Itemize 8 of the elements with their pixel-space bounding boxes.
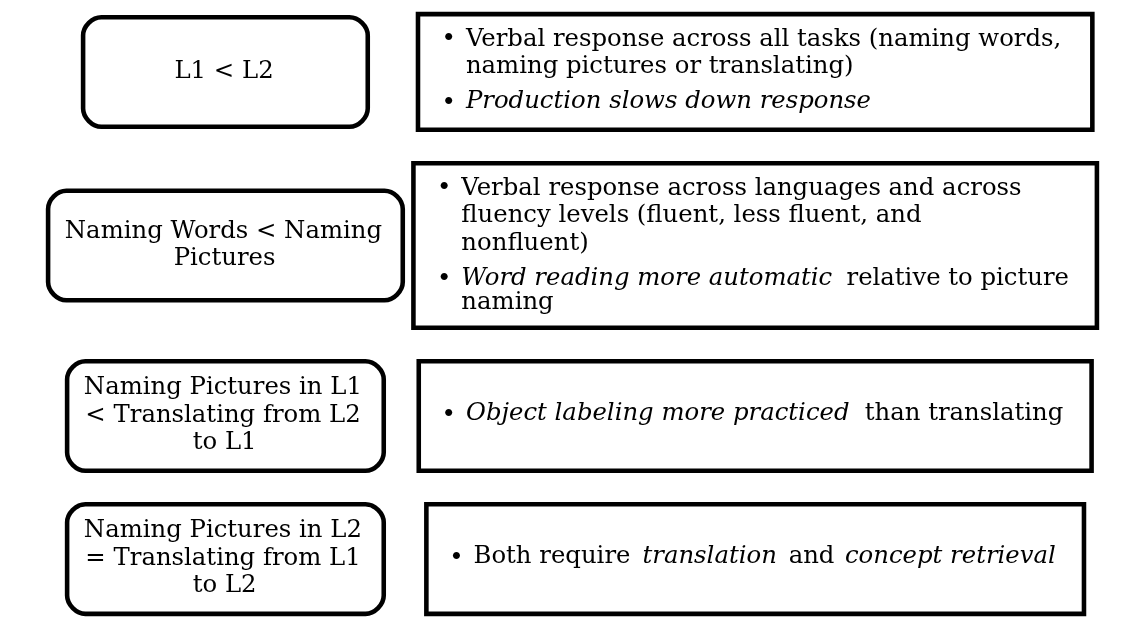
node-box: L1 < L2 xyxy=(80,14,370,130)
node-box: Naming Words < Naming Pictures xyxy=(45,188,405,303)
node-box: • Object labeling more practiced than translating xyxy=(415,358,1094,474)
node-box: • Verbal response across languages and across fluency levels (fluent, less fluent, and nonfluent) • Word reading more automatic relative to picture naming xyxy=(410,161,1099,330)
node-box: • Verbal response across all tasks (naming words, naming pictures or translating) • Production slows down response xyxy=(415,11,1095,133)
node-box: • Both require translation and concept retrieval xyxy=(423,502,1086,617)
node-box: Naming Pictures in L1 < Translating from L2 to L1 xyxy=(64,358,386,474)
node-box: Naming Pictures in L2 = Translating from L1 to L2 xyxy=(64,502,386,617)
